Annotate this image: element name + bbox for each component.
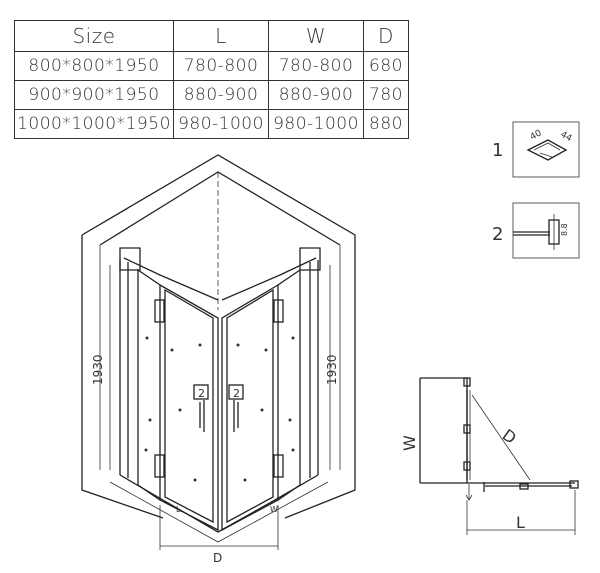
header-size: Size <box>14 20 174 52</box>
base-tray <box>119 474 319 533</box>
cell-w: 880-900 <box>268 80 364 110</box>
left-hinge-bottom <box>154 454 165 478</box>
handle-left-number: 2 <box>198 387 205 400</box>
plan-view: W D L <box>400 377 579 535</box>
detail-1: 1 40 44 <box>492 121 580 178</box>
detail-2-number: 2 <box>492 224 503 245</box>
detail-2-frame <box>512 202 580 259</box>
handle-right-tag <box>228 384 244 400</box>
left-fixed-profile <box>119 260 129 478</box>
right-fixed-panel <box>277 268 301 502</box>
handle-right-number: 2 <box>233 387 240 400</box>
cell-size: 900*900*1950 <box>14 80 174 110</box>
cell-w: 780-800 <box>268 51 364 81</box>
wall-inner-top <box>99 171 341 246</box>
left-hinge-top <box>154 299 165 323</box>
table-header-row: Size L W D <box>14 20 409 52</box>
table-row: 1000*1000*1950 980-1000 980-1000 880 <box>14 109 409 139</box>
height-dim-right: 1930 <box>325 354 339 385</box>
header-d: D <box>363 20 409 52</box>
glass-dots <box>144 336 295 482</box>
plan-label-d: D <box>499 425 520 448</box>
detail-1-dim-a: 40 <box>529 128 544 142</box>
height-dim-left: 1930 <box>91 354 105 385</box>
detail-1-number: 1 <box>492 140 503 161</box>
left-door <box>159 284 219 532</box>
left-top-bracket <box>119 247 219 301</box>
detail-1-frame <box>512 121 580 178</box>
cell-l: 880-900 <box>173 80 269 110</box>
plan-label-w: W <box>400 435 419 451</box>
detail-2-dim-a: 8.8 <box>560 223 569 236</box>
cell-d: 780 <box>363 80 409 110</box>
cell-d: 680 <box>363 51 409 81</box>
header-l: L <box>173 20 269 52</box>
detail-1-dim-b: 44 <box>559 130 574 144</box>
cell-w: 980-1000 <box>268 109 364 139</box>
left-wall <box>81 235 164 519</box>
iso-label-w: W <box>270 505 278 514</box>
handle-left-bar <box>199 400 205 432</box>
right-hinge-bottom <box>273 454 284 478</box>
table-row: 900*900*1950 880-900 880-900 780 <box>14 80 409 110</box>
iso-label-l: L <box>176 505 181 514</box>
detail-2: 2 8.8 <box>492 202 580 259</box>
plan-label-l: L <box>516 513 525 532</box>
right-door <box>221 284 279 532</box>
handle-left-tag <box>193 384 209 400</box>
size-spec-table: Size L W D 800*800*1950 780-800 780-800 … <box>14 20 409 139</box>
plan-diagonal <box>471 394 531 481</box>
cell-l: 980-1000 <box>173 109 269 139</box>
right-hinge-top <box>273 299 284 323</box>
depth-dim-label: D <box>213 551 222 565</box>
wall-outline <box>81 154 356 519</box>
isometric-view: 2 2 1930 1930 D L W <box>81 154 356 565</box>
plan-walls <box>420 377 575 484</box>
detail-1-hinge-shape <box>526 139 568 161</box>
cell-d: 880 <box>363 109 409 139</box>
left-fixed-panel <box>137 268 161 502</box>
right-fixed-profile <box>309 260 319 478</box>
right-top-bracket <box>221 247 321 301</box>
cell-size: 1000*1000*1950 <box>14 109 174 139</box>
handle-right-bar <box>233 400 239 432</box>
table-row: 800*800*1950 780-800 780-800 680 <box>14 51 409 81</box>
